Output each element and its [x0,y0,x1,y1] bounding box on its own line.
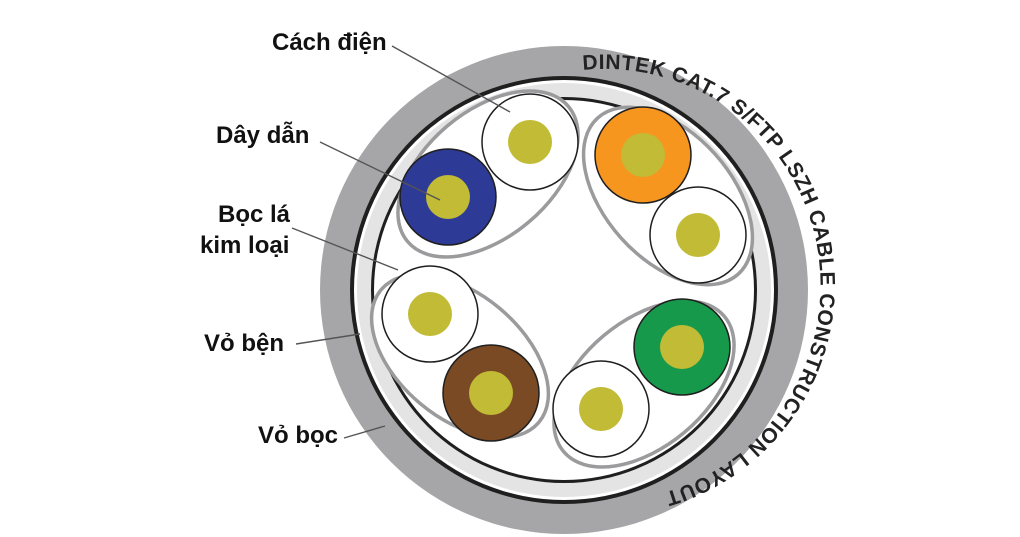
leader-braid-shield [295,333,361,345]
label-outer-jacket: Vỏ bọc [258,422,338,449]
label-foil-shield-line1: Bọc lá [218,201,291,228]
wire-blue [399,148,497,246]
label-conductor: Dây dẫn [216,121,309,149]
label-foil-shield-line2: kim loại [200,232,289,259]
wire-white-green-pair [552,360,650,458]
label-braid-shield: Vỏ bện [204,330,284,357]
leader-foil-shield [291,227,399,271]
leader-conductor [319,141,441,201]
wire-white-orange-pair [649,186,747,284]
wire-orange [594,106,692,204]
wire-brown [442,344,540,442]
leader-outer-jacket [343,425,386,439]
wire-white-brown-pair [381,265,479,363]
wire-green [633,298,731,396]
leader-insulation [391,45,511,113]
label-insulation: Cách điện [272,29,387,56]
wire-white-blue-pair [481,93,579,191]
